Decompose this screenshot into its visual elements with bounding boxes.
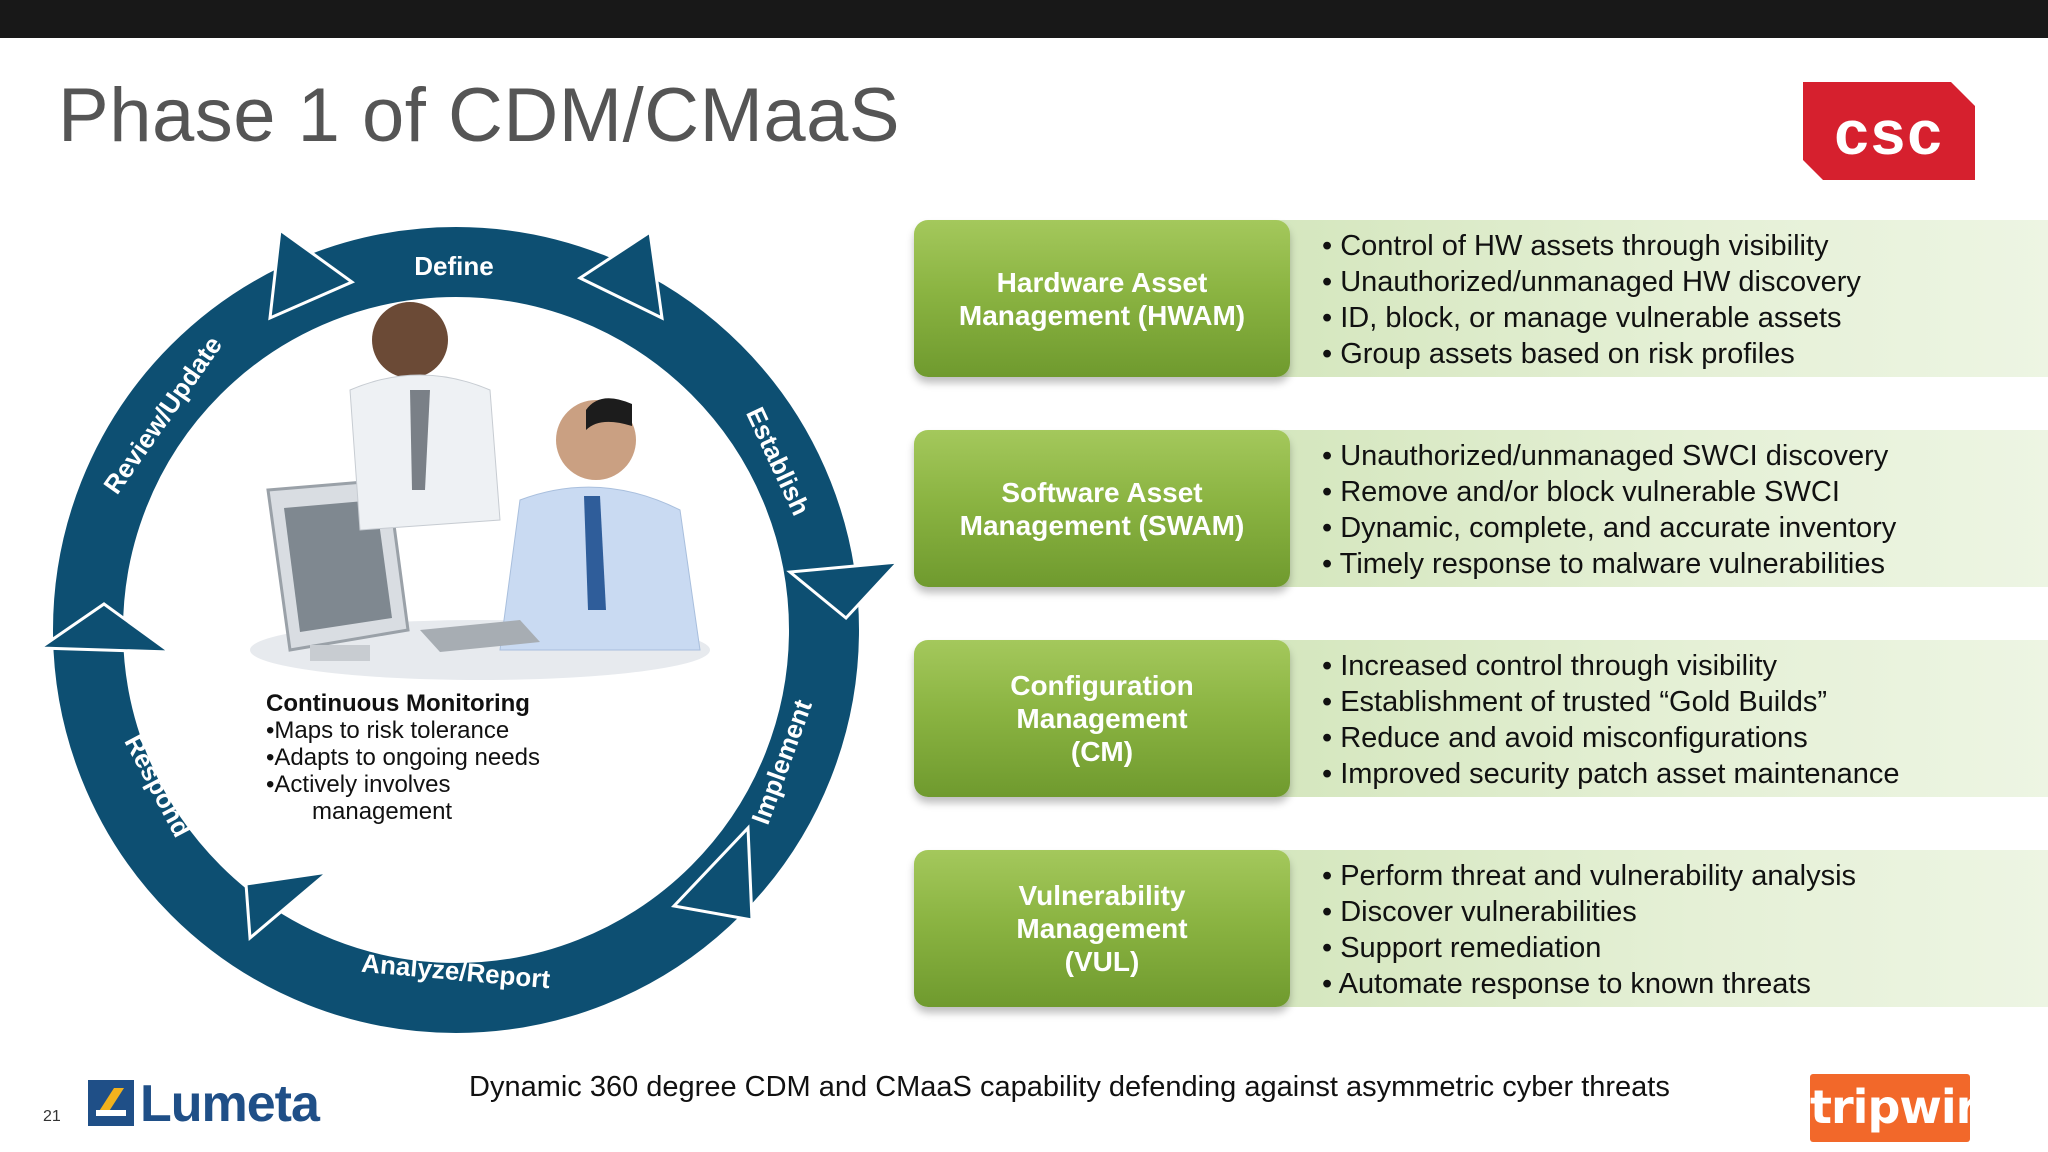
- bullet-item: • Increased control through visibility: [1322, 650, 1778, 682]
- arrowhead-left: [35, 602, 175, 654]
- people-at-computer-image: [250, 302, 710, 680]
- bullet-item: • Timely response to malware vulnerabili…: [1322, 548, 1885, 580]
- monitoring-cycle-diagram: Define Establish Implement Analyze/Repor…: [35, 227, 902, 1033]
- capability-bullets: • Increased control through visibility •…: [1322, 648, 1900, 792]
- csc-logo-text: csc: [1834, 99, 1944, 168]
- bullet-item: • Reduce and avoid misconfigurations: [1322, 722, 1808, 754]
- capability-bullets: • Control of HW assets through visibilit…: [1322, 228, 1861, 372]
- bullet-item: • Establishment of trusted “Gold Builds”: [1322, 686, 1827, 718]
- capability-button-cm: Configuration Management (CM): [914, 640, 1290, 797]
- lumeta-mark-icon: [88, 1080, 134, 1126]
- capability-button-swam: Software Asset Management (SWAM): [914, 430, 1290, 587]
- capability-band: [1260, 430, 2048, 587]
- continuous-monitoring-text: Continuous Monitoring •Maps to risk tole…: [266, 690, 540, 825]
- bullet-item: • Remove and/or block vulnerable SWCI: [1322, 476, 1840, 508]
- capability-bullets: • Perform threat and vulnerability analy…: [1322, 858, 1856, 1002]
- capability-label: Hardware Asset Management (HWAM): [958, 266, 1246, 331]
- capability-band: [1260, 850, 2048, 1007]
- arrowhead-bottom-right: [670, 824, 754, 922]
- bullet-item: • Perform threat and vulnerability analy…: [1322, 860, 1857, 892]
- continuous-monitoring-heading: Continuous Monitoring: [266, 690, 530, 717]
- page-number: 21: [43, 1108, 61, 1125]
- bullet-item: • Unauthorized/unmanaged SWCI discovery: [1322, 440, 1889, 472]
- slide-title: Phase 1 of CDM/CMaaS: [58, 73, 901, 158]
- stage-define: Define: [414, 251, 493, 281]
- capability-band: [1260, 640, 2048, 797]
- arrowhead-right: [786, 560, 902, 621]
- top-bar: [0, 0, 2048, 38]
- capability-label: Vulnerability Management (VUL): [1016, 880, 1188, 977]
- bullet-item: • Automate response to known threats: [1322, 968, 1811, 1000]
- bullet-item: • ID, block, or manage vulnerable assets: [1322, 302, 1842, 334]
- capability-button-hwam: Hardware Asset Management (HWAM): [914, 220, 1290, 377]
- footer-tagline: Dynamic 360 degree CDM and CMaaS capabil…: [469, 1071, 1670, 1103]
- bullet-item: • Unauthorized/unmanaged HW discovery: [1322, 266, 1861, 298]
- bullet-item: • Discover vulnerabilities: [1322, 896, 1637, 928]
- arrowhead-top-left: [268, 227, 356, 321]
- bullet-item: • Dynamic, complete, and accurate invent…: [1322, 512, 1897, 544]
- lumeta-logo-text: Lumeta: [140, 1075, 320, 1133]
- bullet-item: • Support remediation: [1322, 932, 1602, 964]
- monitoring-item: management: [312, 798, 453, 825]
- capability-button-vul: Vulnerability Management (VUL): [914, 850, 1290, 1007]
- bullet-item: • Group assets based on risk profiles: [1322, 338, 1795, 370]
- bullet-item: • Improved security patch asset maintena…: [1322, 758, 1900, 790]
- monitoring-item: •Adapts to ongoing needs: [266, 744, 540, 771]
- arrowhead-top-right: [576, 229, 664, 321]
- monitoring-item: •Maps to risk tolerance: [266, 717, 510, 744]
- bullet-item: • Control of HW assets through visibilit…: [1322, 230, 1829, 262]
- capability-label: Software Asset Management (SWAM): [959, 476, 1245, 541]
- arrowhead-bottom-left: [244, 869, 333, 942]
- tripwire-logo-text: tripwire: [1810, 1080, 2009, 1134]
- capability-label: Configuration Management (CM): [1010, 670, 1194, 767]
- capability-band: [1260, 220, 2048, 377]
- csc-logo: csc: [1802, 81, 1976, 181]
- monitoring-item: •Actively involves: [266, 771, 451, 798]
- tripwire-logo: tripwire: [1810, 1074, 2009, 1142]
- capability-bullets: • Unauthorized/unmanaged SWCI discovery …: [1322, 438, 1896, 582]
